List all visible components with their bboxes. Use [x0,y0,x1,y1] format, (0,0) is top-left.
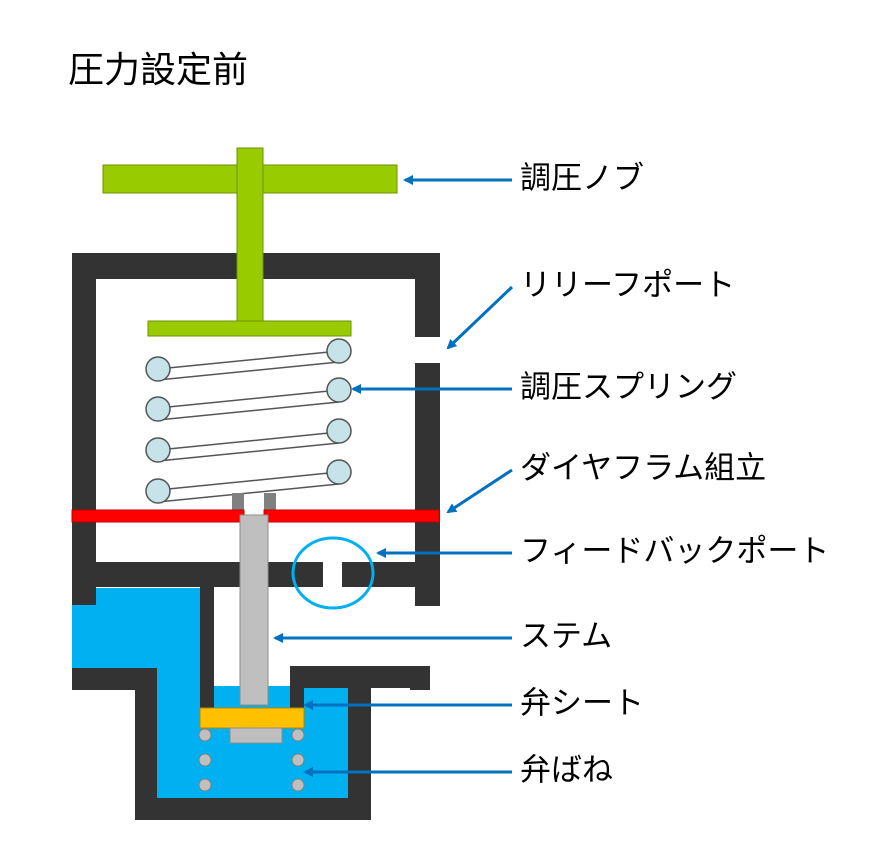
stem [239,514,269,706]
adjusting-spring [145,338,352,504]
label-spring: 調圧スプリング [520,370,737,406]
arrow-diaphragm [446,468,513,514]
stem-guide-left [200,587,214,709]
spring-coil [326,338,352,364]
housing-right-wall-upper [415,253,440,337]
label-stem: ステム [520,619,612,655]
spring-coil [145,437,171,463]
label-diaphragm: ダイヤフラム組立 [520,451,766,487]
valve-poppet [229,727,283,744]
callout-arrows [273,175,514,777]
label-knob: 調圧ノブ [520,161,644,197]
diaphragm-right [263,509,440,523]
spring-coil [326,377,352,403]
partition-left [72,562,323,587]
callout-labels: 調圧ノブ リリーフポート 調圧スプリング ダイヤフラム組立 フィードバックポート… [520,161,829,789]
knob-shaft [236,147,264,323]
label-relief-port: リリーフポート [520,268,735,304]
lower-body-right-wall [348,668,371,820]
lower-body-right-shelf [290,666,430,688]
spring-coil [145,396,171,422]
lower-body-bottom [135,798,371,820]
lower-body-left-wall [135,668,157,820]
spring-coil [145,356,171,382]
valve-spring [198,728,305,792]
diagram-title: 圧力設定前 [68,50,248,91]
label-valve-spring: 弁ばね [520,753,613,789]
arrow-relief-port [446,285,514,350]
spring-coil [145,478,171,504]
adjusting-knob [102,147,398,337]
feedback-port-highlight [291,536,375,610]
spring-coil [326,418,352,444]
label-feedback-port: フィードバックポート [520,534,829,570]
label-valve-seat: 弁シート [520,686,644,722]
diaphragm-assembly [71,493,440,523]
partition-right [342,562,440,587]
diaphragm-left [71,509,245,523]
valve-seat [199,707,305,729]
spring-coil [326,459,352,485]
spring-plate [147,320,352,337]
